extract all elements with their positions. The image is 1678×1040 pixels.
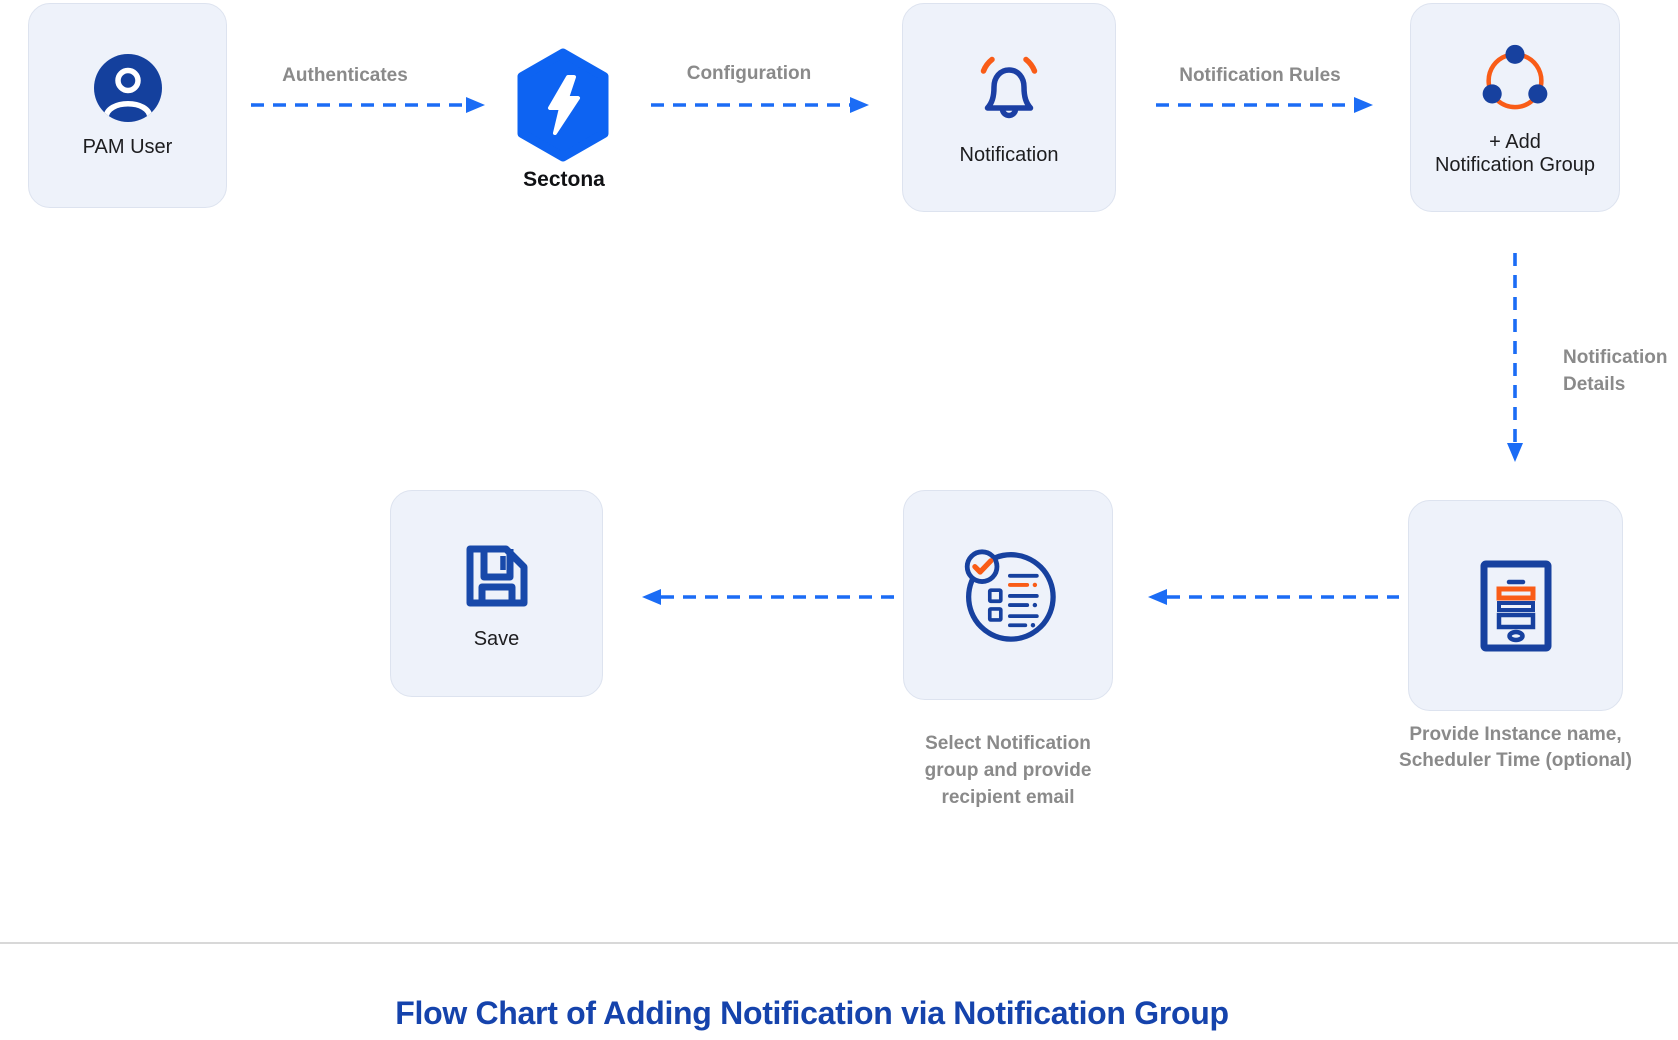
save-icon <box>466 545 527 606</box>
checklist-icon <box>964 549 1056 642</box>
node-label-save: Save <box>473 627 520 650</box>
node-label-provide-instance: Provide Instance name, Scheduler Time (o… <box>1399 724 1632 771</box>
edge-label-configuration: Configuration <box>686 63 812 84</box>
arrow-notification-details <box>1507 253 1523 462</box>
form-icon <box>1480 560 1551 651</box>
node-label-select-group: Select Notification group and provide re… <box>924 733 1092 808</box>
node-label-pam-user: PAM User <box>82 135 173 158</box>
node-provide-instance <box>1408 500 1623 711</box>
arrow-select-to-save <box>642 589 895 605</box>
node-save: Save <box>390 490 603 697</box>
arrow-configuration <box>651 97 869 113</box>
node-add-notification-group: + Add Notification Group <box>1410 3 1620 212</box>
node-label-sectona: Sectona <box>523 168 605 191</box>
diagram-title: Flow Chart of Adding Notification via No… <box>395 995 1229 1031</box>
notification-group-icon <box>1482 44 1548 110</box>
bell-icon <box>980 56 1038 118</box>
edge-label-authenticates: Authenticates <box>282 65 408 86</box>
footer-divider <box>0 942 1678 944</box>
node-notification: Notification <box>902 3 1116 212</box>
node-label-notification: Notification <box>959 143 1059 166</box>
arrow-notification-rules <box>1156 97 1373 113</box>
sectona-hexagon-logo-icon <box>517 48 609 162</box>
arrow-authenticates <box>251 97 485 113</box>
edge-label-notification-rules: Notification Rules <box>1179 65 1341 86</box>
node-select-group <box>903 490 1113 700</box>
node-pam-user: PAM User <box>28 3 227 208</box>
node-label-add-notification-group: + Add Notification Group <box>1434 131 1596 176</box>
arrow-instance-to-select <box>1148 589 1399 605</box>
edge-label-notification-details: Notification Details <box>1563 347 1668 395</box>
user-icon <box>93 53 162 122</box>
